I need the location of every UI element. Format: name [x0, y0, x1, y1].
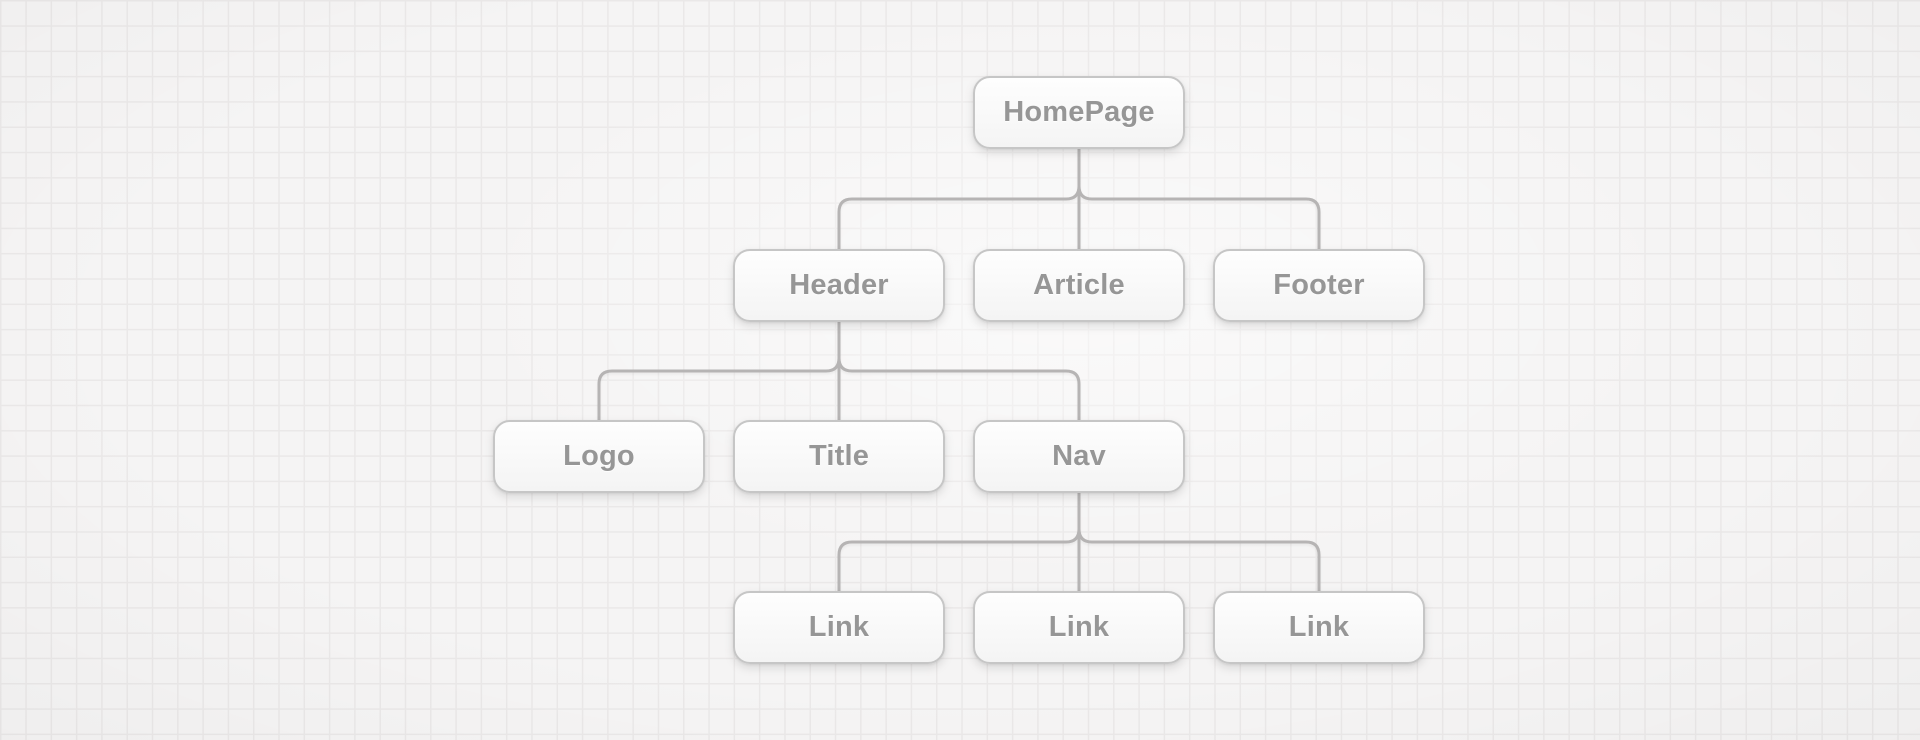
node-label: Link	[808, 611, 870, 643]
node-label: Logo	[563, 440, 635, 472]
tree-node-nav[interactable]: Nav	[973, 420, 1185, 493]
node-label: Link	[1048, 611, 1110, 643]
tree-node-homepage[interactable]: HomePage	[973, 76, 1185, 149]
node-label: Article	[1033, 269, 1125, 301]
tree-node-footer[interactable]: Footer	[1213, 249, 1425, 322]
node-label: Title	[808, 440, 870, 472]
node-label: Footer	[1273, 269, 1365, 301]
tree-node-link-2[interactable]: Link	[973, 591, 1185, 664]
node-label: HomePage	[1003, 96, 1155, 128]
tree-node-logo[interactable]: Logo	[493, 420, 705, 493]
node-label: Nav	[1052, 440, 1106, 472]
tree-node-link-1[interactable]: Link	[733, 591, 945, 664]
tree-node-link-3[interactable]: Link	[1213, 591, 1425, 664]
tree-node-header[interactable]: Header	[733, 249, 945, 322]
tree-node-title[interactable]: Title	[733, 420, 945, 493]
node-label: Header	[789, 269, 889, 301]
node-label: Link	[1288, 611, 1350, 643]
tree-node-article[interactable]: Article	[973, 249, 1185, 322]
